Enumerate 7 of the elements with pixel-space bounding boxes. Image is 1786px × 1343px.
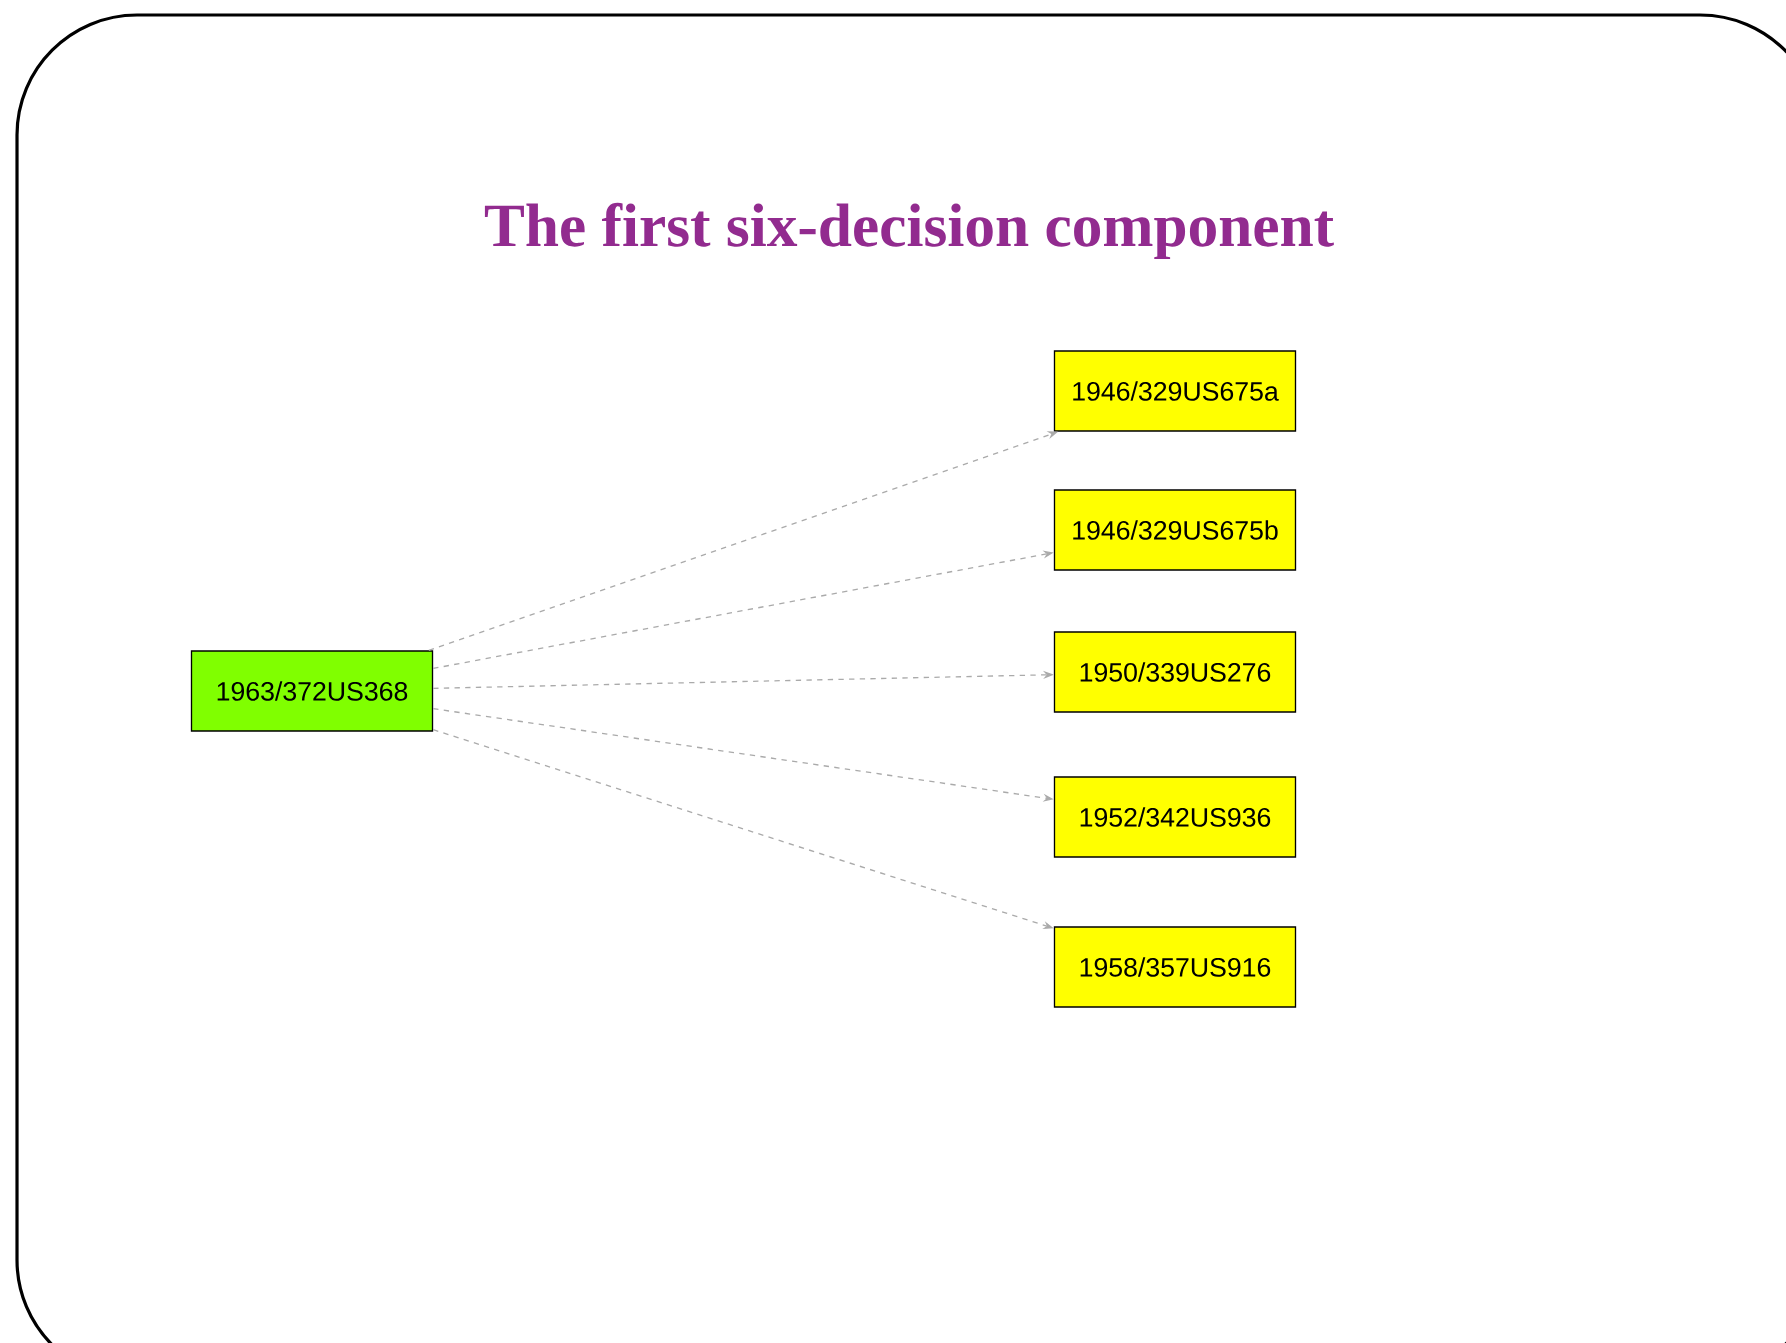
decision-box: 1946/329US675a — [1053, 350, 1297, 432]
decision-box: 1952/342US936 — [1053, 776, 1297, 858]
decision-box: 1946/329US675b — [1053, 489, 1297, 571]
decision-box: 1958/357US916 — [1053, 926, 1297, 1008]
decision-box: 1963/372US368 — [190, 650, 434, 732]
title: The first six-decision component — [484, 202, 1334, 260]
decision-box: 1950/339US276 — [1053, 631, 1297, 713]
